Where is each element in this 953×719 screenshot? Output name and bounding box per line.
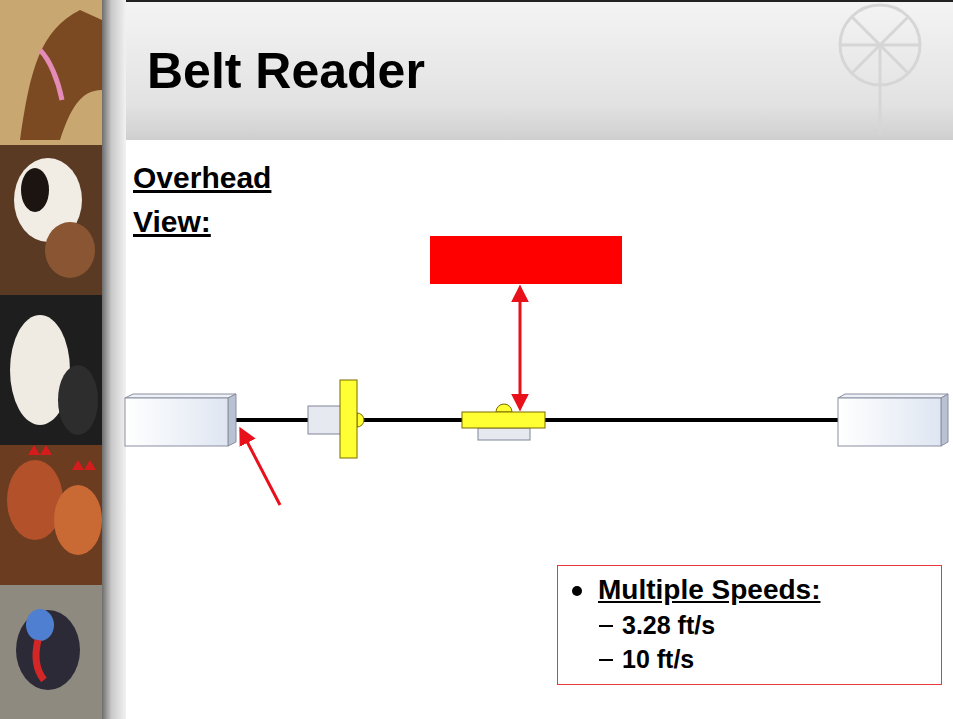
speed-box: Multiple Speeds:3.28 ft/s10 ft/s	[557, 565, 942, 685]
bullet-marks	[558, 566, 559, 567]
reader-tag	[462, 404, 545, 440]
slide-title: Belt Reader	[147, 42, 425, 100]
strip-shadow-band	[102, 0, 126, 719]
animal-photo-strip	[0, 0, 102, 719]
reader-antenna	[430, 236, 622, 284]
frame-line	[0, 0, 953, 2]
pointer-arrow	[241, 430, 280, 505]
title-band	[0, 0, 953, 140]
belt-pulley	[838, 394, 948, 446]
read-range-arrow	[519, 288, 522, 408]
ear-tag	[308, 380, 364, 458]
speed-value: 3.28 ft/s	[622, 608, 927, 642]
list-heading: Multiple Speeds:	[598, 572, 927, 608]
speed-value: 10 ft/s	[622, 642, 927, 676]
windmill-watermark	[840, 5, 920, 135]
view-label: Overhead View:	[133, 156, 283, 243]
belt-pulley	[125, 394, 236, 446]
